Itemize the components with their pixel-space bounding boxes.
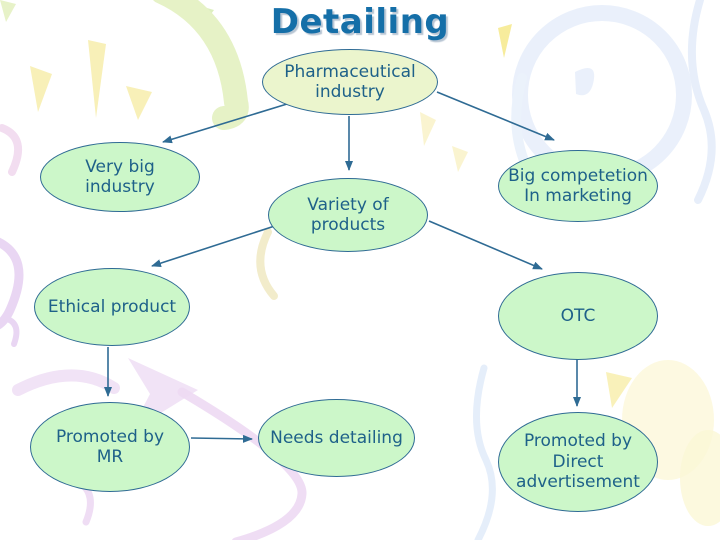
node-label: Promoted by MR [55,426,165,467]
node-promoted-by-direct-advertisement: Promoted by Direct advertisement [498,412,658,512]
node-label: Ethical product [47,296,177,317]
node-label: Variety of products [307,194,389,235]
node-needs-detailing: Needs detailing [258,399,415,477]
node-ethical-product: Ethical product [34,268,190,346]
node-label: Big competetion In marketing [508,165,648,206]
node-label: Promoted by Direct advertisement [516,431,640,493]
node-variety-of-products: Variety of products [268,178,428,252]
slide-title: Detailing [270,2,450,42]
node-big-competetion-in-marketing: Big competetion In marketing [498,150,658,222]
node-promoted-by-mr: Promoted by MR [30,402,190,492]
purple-curls-icon [0,124,24,347]
node-very-big-industry: Very big industry [40,142,200,212]
node-pharmaceutical-industry: Pharmaceutical industry [262,49,438,115]
node-label: Needs detailing [270,427,403,448]
node-otc: OTC [498,272,658,360]
node-label: Very big industry [85,156,155,197]
node-label: Pharmaceutical industry [284,61,416,102]
node-label: OTC [560,305,596,326]
